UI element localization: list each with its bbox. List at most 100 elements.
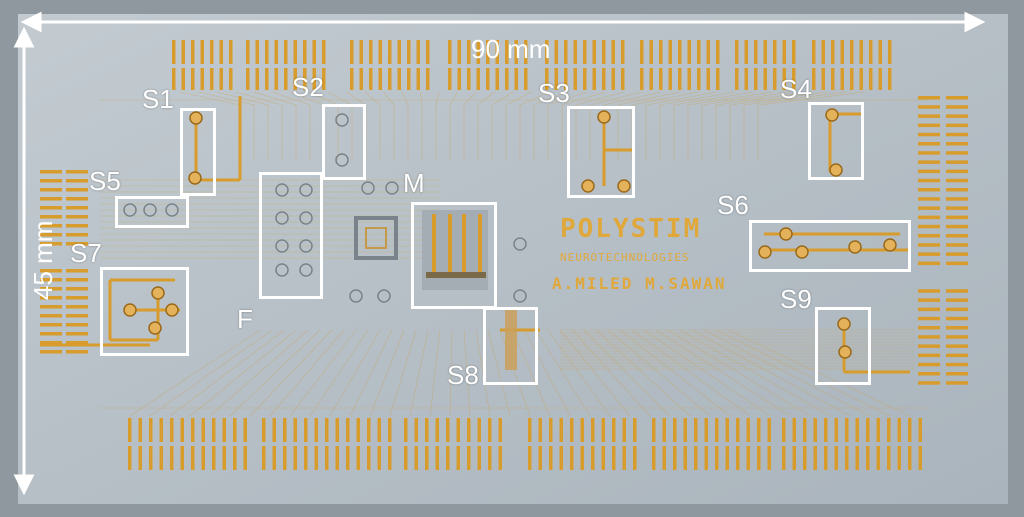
contact-pad [265,40,269,64]
interconnect-trace [729,91,828,106]
interconnect-trace [346,91,367,106]
interconnect-trace [364,91,381,106]
contact-pad [416,68,420,90]
contact-pad [573,40,577,64]
interconnect-trace [235,91,283,106]
contact-pad [782,446,786,470]
contact-pad [706,40,710,64]
contact-pad [918,326,940,330]
contact-pad [172,40,176,64]
contact-pad [831,40,835,64]
contact-pad [335,446,339,470]
contact-pad [222,446,226,470]
interconnect-trace [645,91,717,106]
contact-pad [763,68,767,90]
contact-pad [40,350,62,354]
interconnect-trace [547,329,611,417]
contact-pad [170,418,174,442]
ring-feature [335,153,349,167]
contact-pad [946,151,968,155]
height-dimension-label: 45 mm [28,220,58,300]
contact-pad [946,234,968,238]
contact-pad [946,298,968,302]
interconnect-trace [631,91,699,106]
contact-pad [744,40,748,64]
contact-pad [803,446,807,470]
interconnect-trace [129,329,261,417]
contact-pad [283,418,287,442]
contact-pad [201,446,205,470]
contact-pad [435,446,439,470]
contact-pad [803,418,807,442]
ring-feature [275,239,289,253]
contact-pad [918,178,940,183]
contact-pad [265,68,269,90]
contact-pad [40,170,62,174]
contact-pad [570,418,574,442]
contact-pad [612,418,616,442]
contact-pad [918,105,940,109]
electrode-site [597,110,611,124]
contact-pad [456,418,460,442]
contact-pad [201,418,205,442]
contact-pad [545,40,549,64]
contact-pad [946,252,968,256]
contact-pad [40,224,62,228]
contact-pad [545,68,549,90]
contact-pad [272,418,276,442]
mux-pad [432,214,436,274]
contact-pad [591,446,595,470]
contact-pad [66,296,88,300]
contact-pad [40,242,62,246]
contact-pad [66,170,88,174]
contact-pad [377,418,381,442]
ring-feature [275,211,289,225]
contact-pad [477,418,481,442]
contact-pad [40,215,62,219]
interconnect-trace [701,91,791,106]
contact-pad [918,252,940,256]
contact-pad [262,446,266,470]
contact-pad [524,40,528,64]
contact-pad [467,40,471,64]
interconnect-trace [757,91,865,106]
contact-pad [946,96,968,100]
interconnect-trace [420,91,423,106]
contact-pad [312,68,316,90]
interconnect-trace [655,329,791,417]
contact-pad [850,40,854,64]
electrode-site [758,245,772,259]
contact-pad [763,40,767,64]
contact-pad [335,418,339,442]
contact-pad [918,372,940,376]
contact-pad [346,446,350,470]
interconnect-trace [179,91,241,106]
contact-pad [66,314,88,318]
contact-pad [346,418,350,442]
interconnect-trace [595,329,691,417]
ring-feature [513,237,527,251]
contact-pad [559,418,563,442]
logo-subtitle: NEUROTECHNOLOGIES [560,251,690,264]
contact-pad [918,151,940,155]
interconnect-trace [673,91,754,106]
contact-pad [457,40,461,64]
contact-pad [477,446,481,470]
contact-pad [583,68,587,90]
contact-pad [736,446,740,470]
contact-pad [255,40,259,64]
contact-pad [66,287,88,291]
contact-pad [200,68,204,90]
contact-pad [757,418,761,442]
interconnect-trace [209,329,309,417]
interconnect-trace [691,329,851,417]
contact-pad [274,68,278,90]
interconnect-trace [727,329,911,417]
electrode-site [829,163,843,177]
contact-pad [170,446,174,470]
contact-pad [754,68,758,90]
contact-pad [716,40,720,64]
contact-pad [367,446,371,470]
contact-pad [668,40,672,64]
contact-pad [222,418,226,442]
